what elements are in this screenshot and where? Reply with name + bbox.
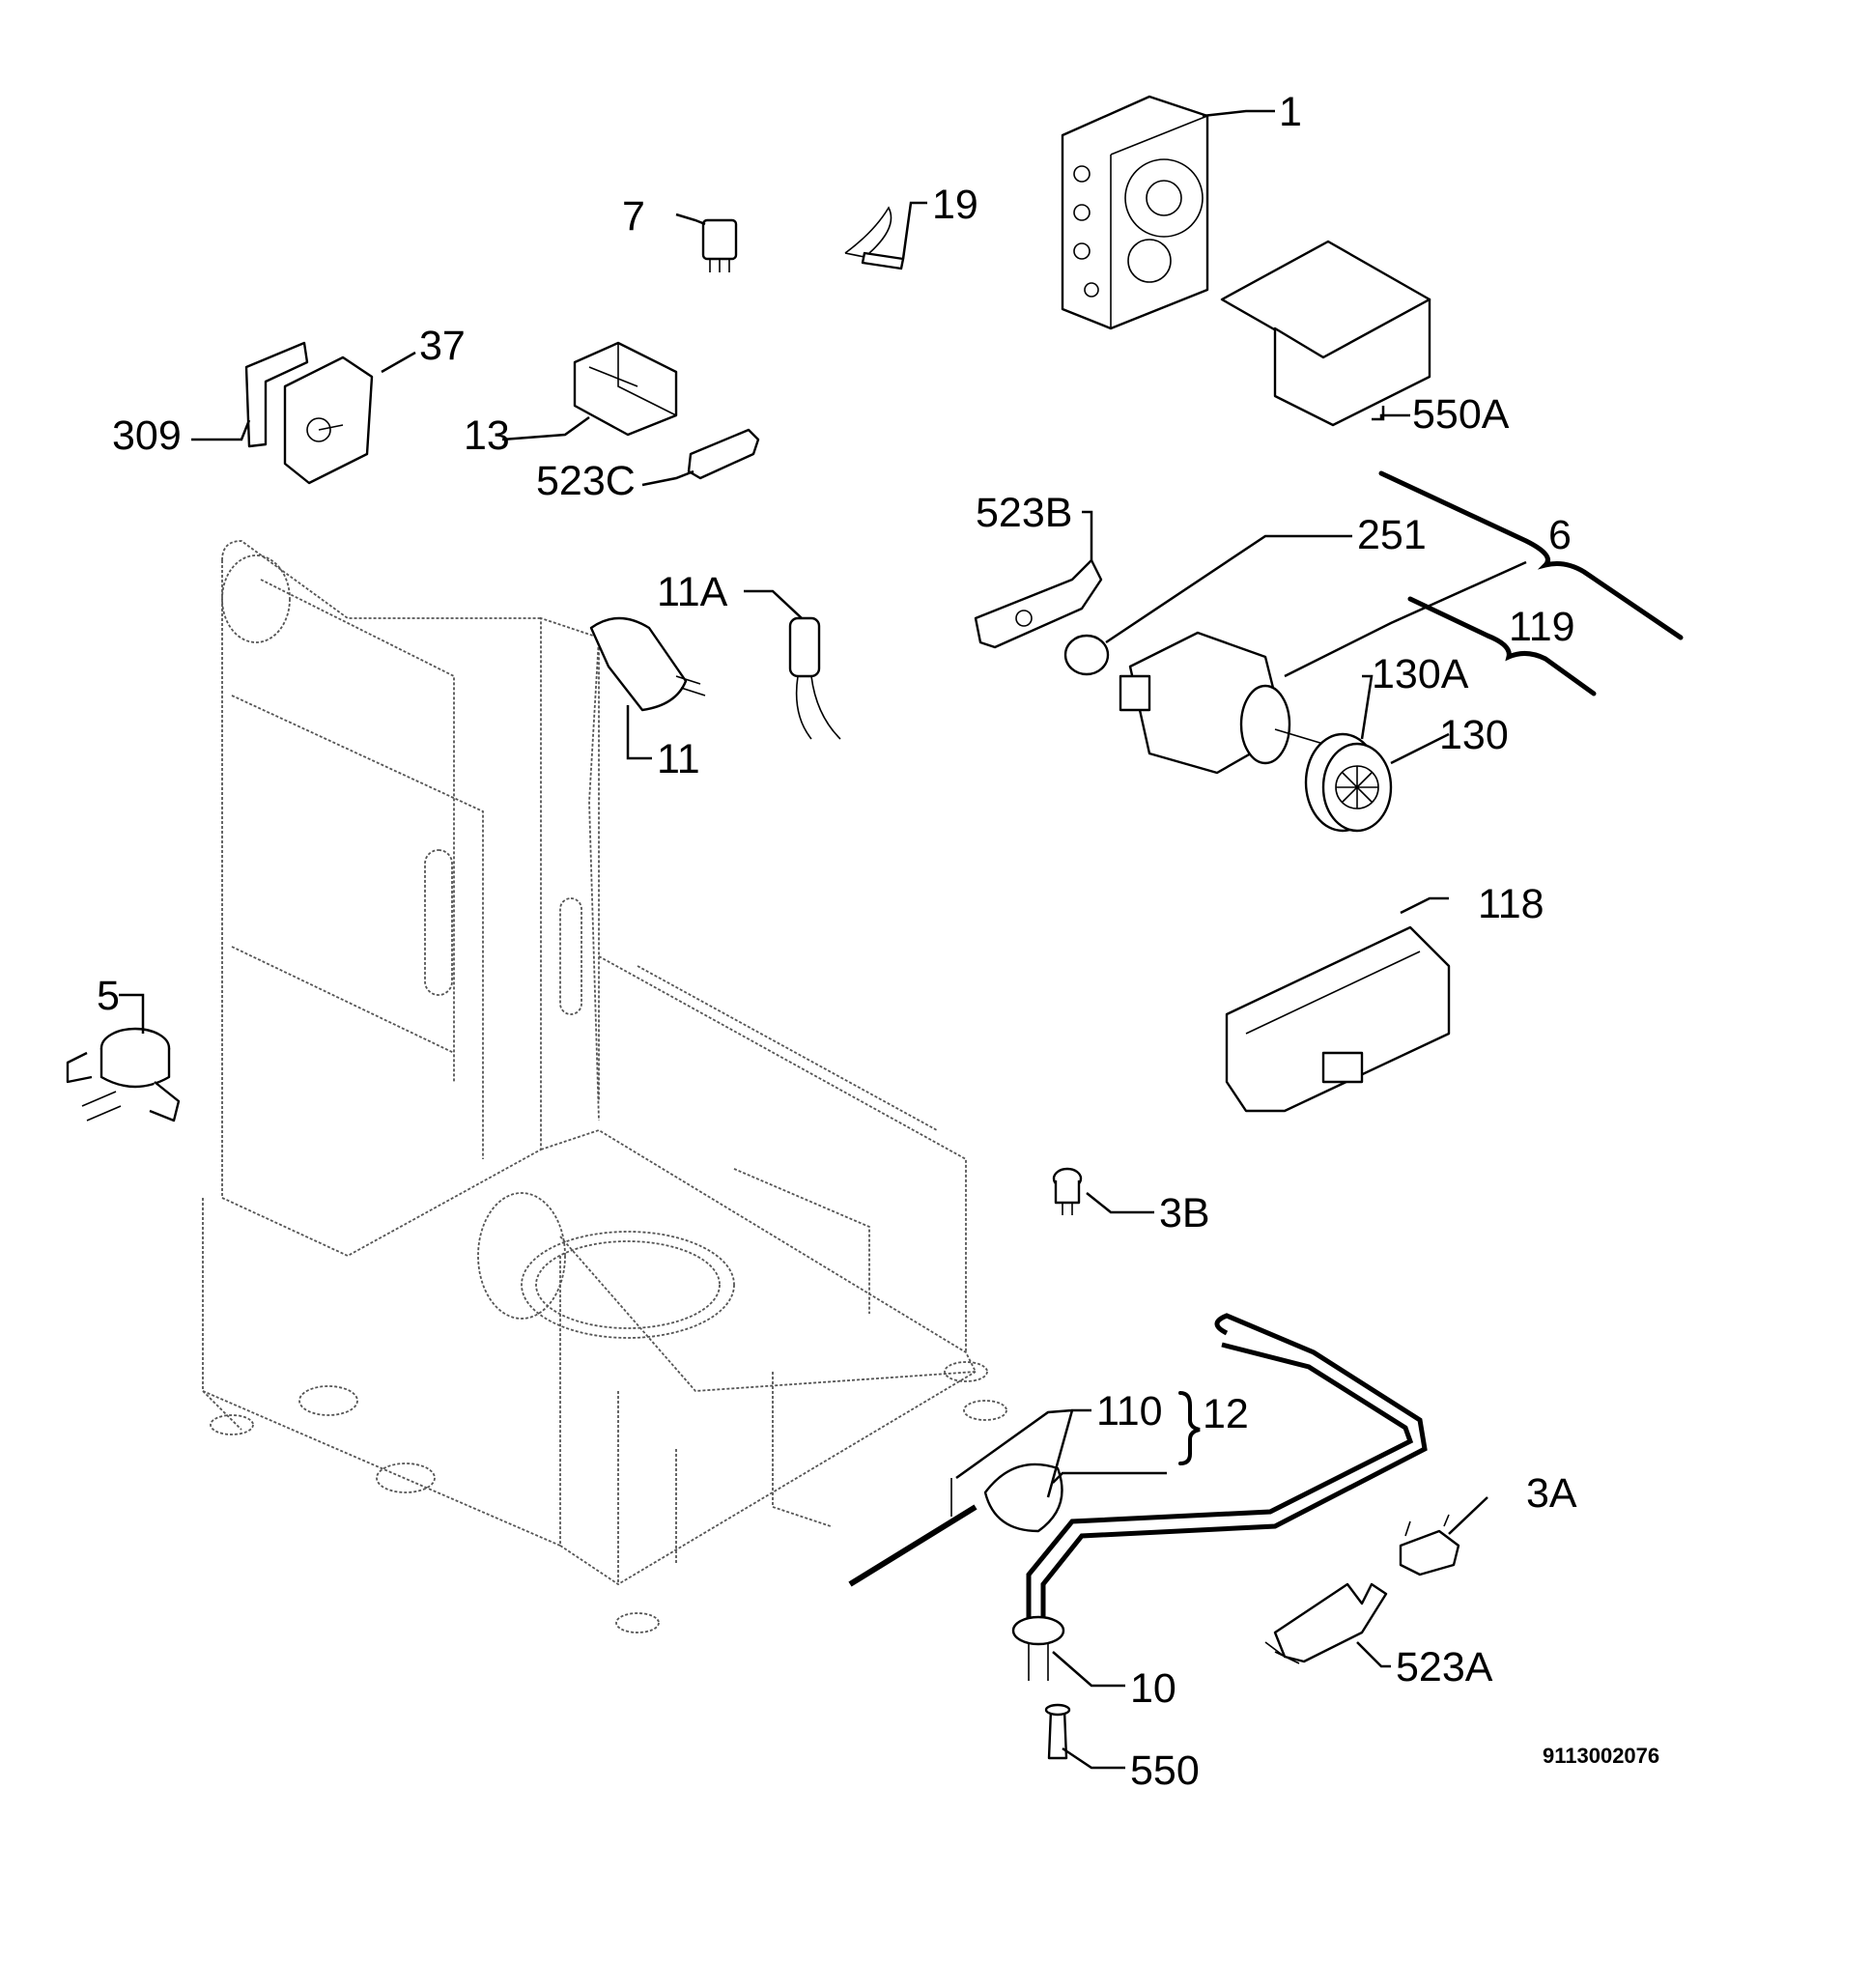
label-13: 13: [464, 412, 510, 459]
label-37: 37: [419, 323, 466, 369]
bracket-part-523a: [1264, 1582, 1388, 1664]
bolt-part-550: [1044, 1703, 1071, 1760]
suppressor-part-11a: [788, 616, 841, 740]
label-251: 251: [1357, 512, 1427, 558]
drawing-number: 9113002076: [1543, 1744, 1659, 1768]
label-130a: 130A: [1372, 651, 1469, 697]
door-switch-part-13: [573, 341, 678, 437]
brace-group-6: [1378, 470, 1684, 640]
label-118: 118: [1478, 881, 1544, 927]
thermostat-part-3a: [1399, 1514, 1460, 1576]
label-119: 119: [1509, 604, 1575, 650]
base-frame: [202, 540, 1007, 1633]
clip-part-309: [244, 341, 309, 448]
timer-part: [1061, 95, 1209, 330]
cover-box-part: [1220, 240, 1431, 427]
label-110: 110: [1096, 1388, 1163, 1434]
label-3a: 3A: [1526, 1470, 1577, 1517]
inlet-valve-part-5: [66, 1027, 181, 1122]
small-switch-part: [701, 218, 738, 272]
label-11a: 11A: [657, 569, 728, 615]
label-309: 309: [112, 412, 182, 459]
bracket-part-523b: [974, 558, 1103, 649]
sensor-wire-part: [844, 206, 905, 270]
label-11: 11: [657, 736, 700, 782]
label-5: 5: [97, 973, 120, 1019]
impeller-part-130: [1304, 732, 1393, 833]
cap-part-251: [1063, 634, 1110, 676]
heating-element-part-10: [1011, 1313, 1428, 1681]
label-523b: 523B: [976, 490, 1072, 536]
sensor-part-3b: [1052, 1167, 1083, 1215]
label-523c: 523C: [536, 458, 636, 504]
bracket-part-523c: [687, 428, 760, 480]
label-10: 10: [1130, 1665, 1176, 1712]
part-labels: 1 7 19 37 309 13 523C 550A 523B 251 6 11…: [97, 89, 1659, 1794]
heater-part-118: [1225, 925, 1451, 1113]
switch-part-37: [283, 355, 374, 485]
label-1: 1: [1279, 89, 1302, 135]
motor-part-6: [1119, 631, 1324, 775]
capacitor-part-11: [589, 616, 706, 712]
label-12: 12: [1203, 1391, 1249, 1437]
label-7: 7: [622, 193, 645, 240]
label-523a: 523A: [1396, 1644, 1493, 1690]
label-6: 6: [1548, 512, 1572, 558]
label-550: 550: [1130, 1747, 1200, 1794]
brace-group-12: [1178, 1391, 1201, 1465]
label-19: 19: [932, 182, 978, 228]
label-550a: 550A: [1412, 391, 1510, 438]
label-3b: 3B: [1159, 1190, 1210, 1236]
label-130: 130: [1439, 712, 1509, 758]
brace-group-119: [1407, 596, 1597, 696]
leader-lines: [119, 109, 1527, 1770]
pressure-switch-part-110: [848, 1463, 1063, 1587]
